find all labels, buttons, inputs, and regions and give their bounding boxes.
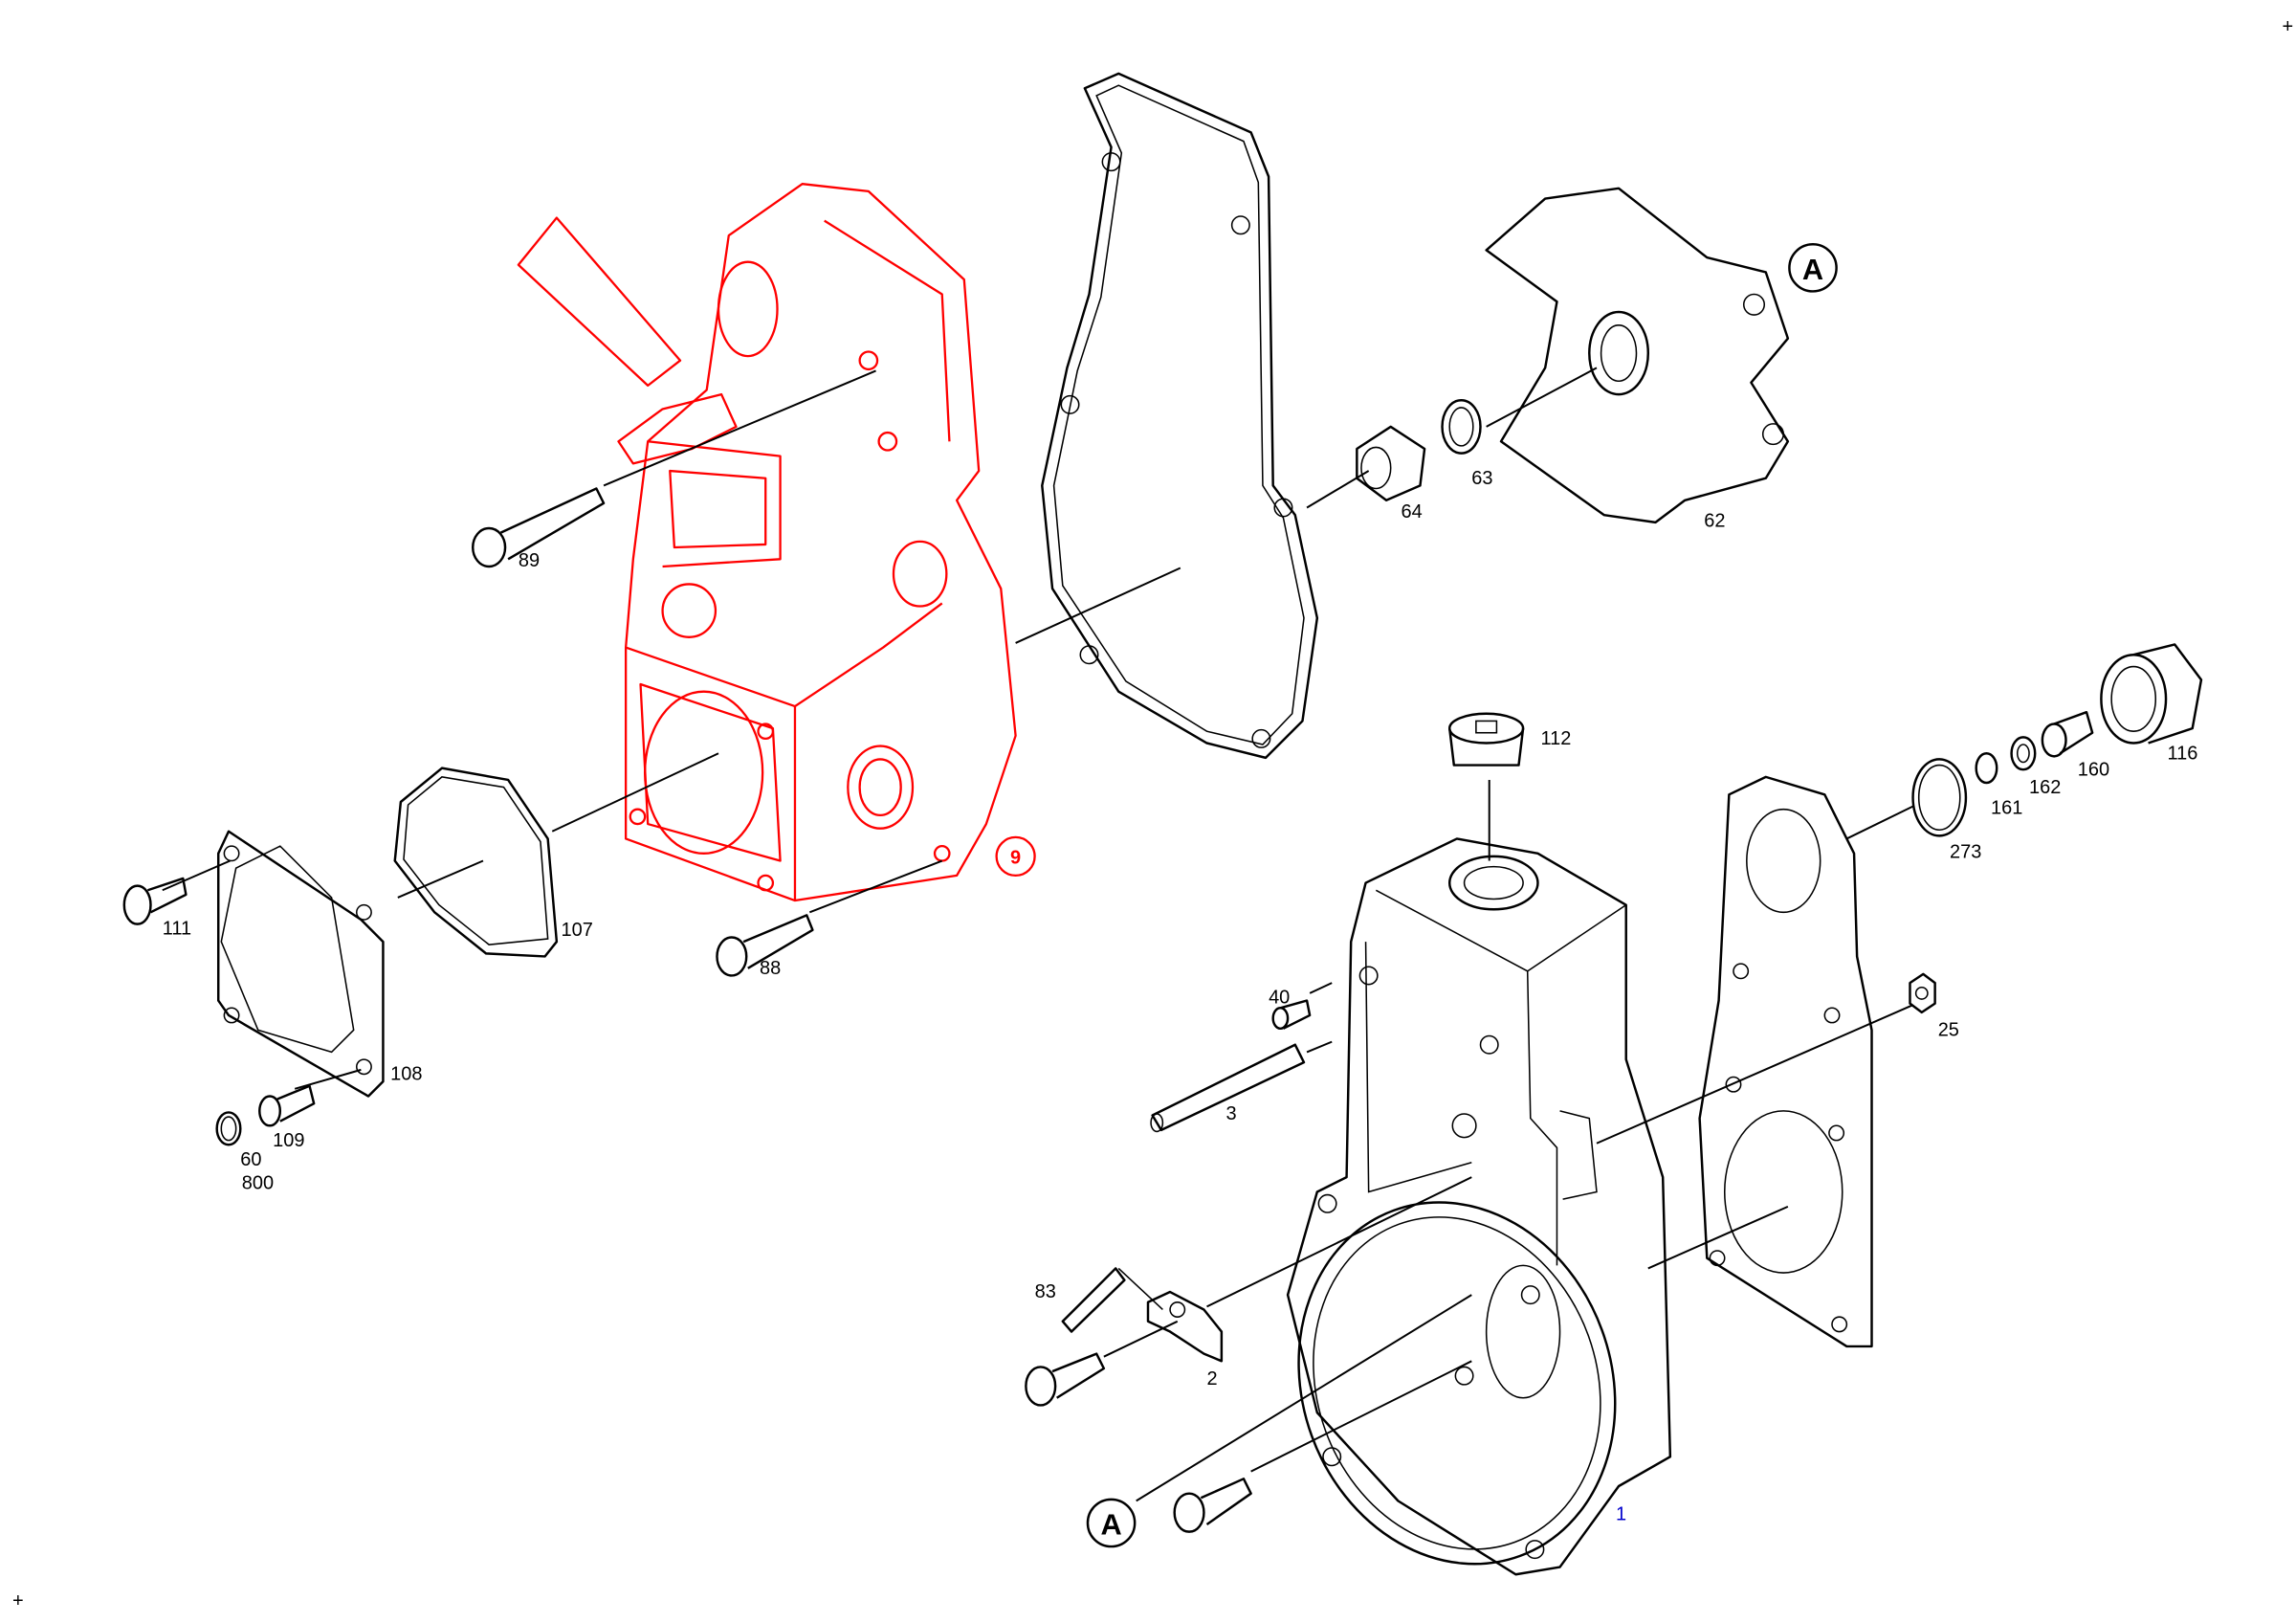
bolt-lower-1[interactable]: [1025, 1352, 1106, 1407]
gasket-large[interactable]: [1041, 72, 1319, 760]
part-label-108[interactable]: 108: [390, 1064, 422, 1085]
ring-part-273[interactable]: [1911, 758, 1968, 837]
corner-mark-bottom-left: +: [12, 1590, 24, 1612]
part-label-800[interactable]: 800: [242, 1172, 274, 1193]
part-label-160[interactable]: 160: [2078, 759, 2109, 780]
cover-part-108[interactable]: [216, 830, 385, 1098]
bolt-lower-2[interactable]: [1173, 1478, 1252, 1533]
cap-part-116[interactable]: [2100, 643, 2203, 745]
part-label-64[interactable]: 64: [1401, 501, 1422, 522]
part-label-273[interactable]: 273: [1950, 841, 1981, 862]
gasket-right[interactable]: [1698, 775, 1873, 1348]
part-label-162[interactable]: 162: [2029, 777, 2061, 798]
corner-mark-top-right: +: [2283, 16, 2294, 37]
part-label-3[interactable]: 3: [1225, 1103, 1236, 1124]
washer-part-161[interactable]: [1975, 752, 1998, 785]
part-label-89[interactable]: 89: [519, 550, 540, 571]
clip-part-2[interactable]: [1146, 1290, 1224, 1363]
plug-part-109[interactable]: [258, 1084, 316, 1127]
part-label-109[interactable]: 109: [273, 1130, 304, 1151]
ref-marker-a-top[interactable]: A: [1788, 243, 1838, 293]
part-label-88[interactable]: 88: [760, 958, 781, 979]
ref-marker-a-label: A: [1100, 1508, 1121, 1542]
plug-part-112[interactable]: [1447, 712, 1525, 767]
gasket-part-107[interactable]: [393, 767, 559, 958]
part-label-25[interactable]: 25: [1938, 1019, 1959, 1040]
part-labels: 89 64 63 62 112 116 160 162 161 273 107 …: [163, 468, 2198, 1390]
part-label-60[interactable]: 60: [240, 1149, 261, 1170]
part-label-112[interactable]: 112: [1541, 728, 1572, 749]
bolt-part-111[interactable]: [122, 877, 188, 925]
part-label-62[interactable]: 62: [1704, 510, 1725, 531]
bracket-part-62[interactable]: [1485, 187, 1790, 524]
part-label-111[interactable]: 111: [163, 918, 191, 939]
part-label-107[interactable]: 107: [561, 920, 592, 941]
ring-part-63[interactable]: [1441, 399, 1482, 455]
part-label-83[interactable]: 83: [1035, 1281, 1056, 1302]
spring-part-83[interactable]: [1061, 1267, 1163, 1333]
ref-marker-a-bottom[interactable]: A: [1086, 1498, 1137, 1548]
housing-part-1[interactable]: [1248, 837, 1672, 1609]
bolt-part-89[interactable]: [472, 487, 606, 568]
housing-part-9[interactable]: [517, 183, 1017, 902]
ref-marker-a-label: A: [1802, 253, 1823, 286]
part-label-1[interactable]: 1: [1616, 1503, 1626, 1524]
part-label-116[interactable]: 116: [2168, 743, 2198, 764]
callout-part-9[interactable]: 9: [995, 835, 1036, 878]
screw-part-160[interactable]: [2041, 710, 2094, 758]
bolt-part-88[interactable]: [716, 914, 814, 977]
pin-part-40[interactable]: [1271, 999, 1312, 1031]
part-label-161[interactable]: 161: [1991, 797, 2022, 818]
nut-part-25[interactable]: [1909, 972, 1936, 1014]
washer-part-162[interactable]: [2010, 736, 2037, 771]
stud-part-3[interactable]: [1150, 1043, 1306, 1133]
part-label-2[interactable]: 2: [1207, 1368, 1218, 1390]
part-label-9: 9: [1010, 848, 1021, 869]
part-label-63[interactable]: 63: [1471, 468, 1492, 489]
seal-ring-part-60[interactable]: [215, 1111, 242, 1146]
part-label-40[interactable]: 40: [1269, 988, 1290, 1009]
nut-part-64[interactable]: [1356, 425, 1426, 502]
